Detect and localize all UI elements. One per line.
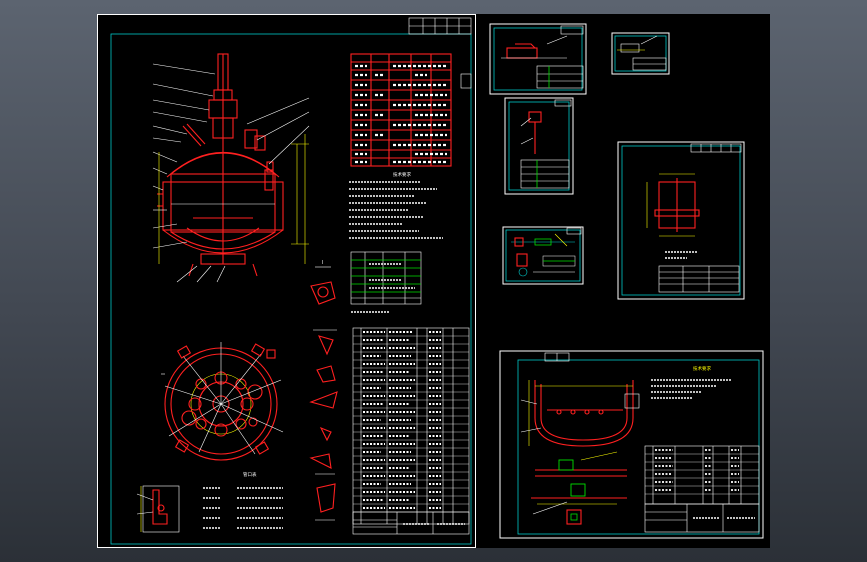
detail-sheet-5[interactable] — [617, 141, 745, 300]
cad-drawing-canvas[interactable]: I — [97, 14, 770, 548]
support-detail-view — [136, 485, 180, 533]
detail-view-a: I — [310, 260, 336, 305]
jacket-title-block — [644, 503, 760, 533]
jacket-notes-heading: 技术要求 — [693, 365, 711, 372]
detail-sheet-1[interactable] — [489, 23, 587, 95]
reactor-top-view — [161, 342, 284, 461]
top-view-heading: 管口表 — [243, 471, 257, 478]
technical-notes: 技术要求 — [349, 171, 443, 239]
reactor-elevation-view — [152, 53, 310, 283]
main-parts-table — [352, 327, 470, 535]
parts-list-table — [350, 53, 452, 167]
main-notes-heading: 技术要求 — [393, 171, 411, 178]
nozzle-orientation-list: 管口表 — [203, 471, 283, 529]
svg-text:I: I — [322, 260, 323, 266]
detail-sheet-3[interactable] — [504, 97, 574, 195]
revision-strip — [408, 17, 472, 89]
title-block — [352, 511, 470, 535]
detail-sheet-4[interactable] — [502, 226, 584, 285]
detail-sheet-2[interactable] — [611, 32, 670, 75]
jacket-detail-sheet[interactable]: 技术要求 — [499, 350, 764, 539]
weld-detail-views — [309, 329, 338, 521]
nozzle-table — [350, 251, 422, 313]
main-assembly-sheet[interactable]: I — [97, 14, 476, 548]
